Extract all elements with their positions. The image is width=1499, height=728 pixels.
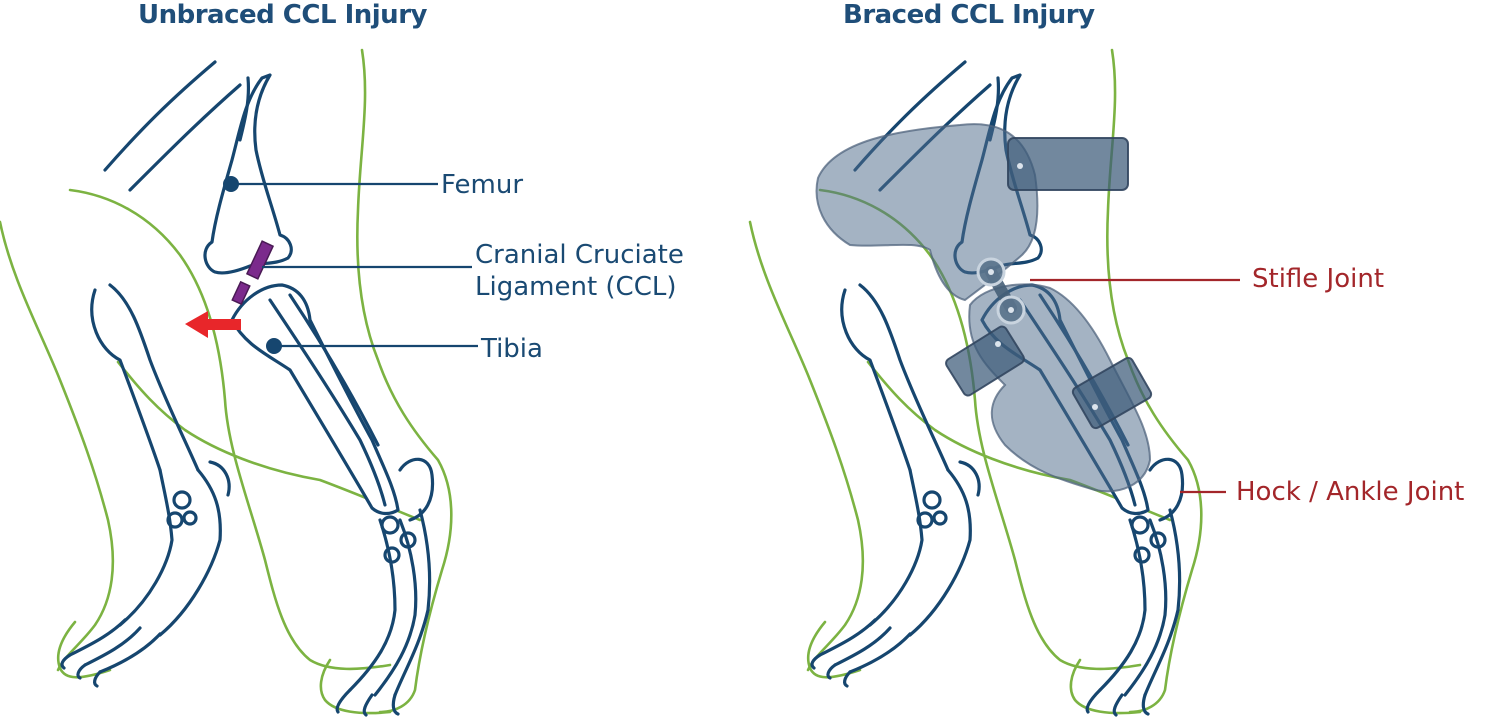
brace-strap-hock	[1071, 356, 1153, 430]
ccl-label-line2: Ligament (CCL)	[475, 272, 677, 302]
right-panel-title: Braced CCL Injury	[843, 0, 1095, 30]
brace-lower-shell	[968, 283, 1152, 493]
femur-label: Femur	[441, 170, 524, 200]
knee-brace	[815, 123, 1153, 493]
brace-upper-shell	[815, 123, 1039, 302]
unbraced-leg-illustration	[0, 48, 453, 717]
hock-joint-label: Hock / Ankle Joint	[1236, 477, 1465, 507]
ccl-label-line1: Cranial Cruciate	[475, 240, 684, 270]
femur-leader	[223, 176, 438, 192]
ccl-ligament-upper	[245, 240, 275, 280]
ccl-ligament-lower	[231, 280, 251, 306]
brace-strap-shin	[945, 325, 1025, 397]
left-panel-title: Unbraced CCL Injury	[138, 0, 427, 30]
arrow-left-icon	[185, 311, 241, 338]
tibia-leader	[266, 338, 478, 354]
brace-strap-thigh	[1007, 137, 1129, 191]
tibia-label: Tibia	[481, 334, 543, 364]
stifle-joint-label: Stifle Joint	[1252, 264, 1385, 294]
